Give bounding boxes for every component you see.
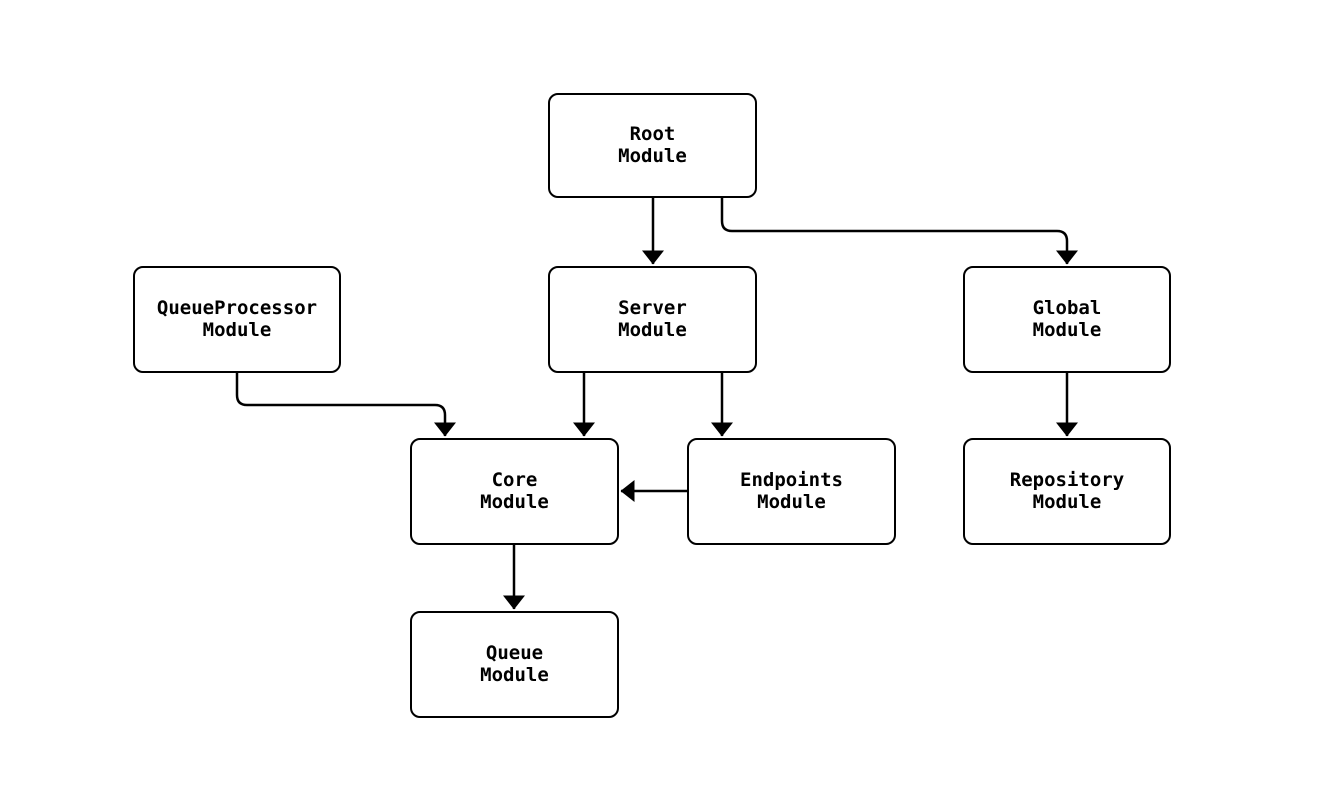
node-label: Module [1032,490,1102,513]
node-repository-module: Repository Module [963,438,1171,545]
node-endpoints-module: Endpoints Module [687,438,896,545]
node-label: Module [480,663,549,686]
node-queueprocessor-module: QueueProcessor Module [133,266,341,373]
node-label: Module [1032,318,1102,341]
node-root-module: Root Module [548,93,757,198]
edge-queueprocessor-to-core-arrow [235,373,456,437]
node-label: Queue [485,642,544,664]
node-label: Endpoints [740,469,843,491]
node-queue-module: Queue Module [410,611,619,718]
node-label: Server [618,297,687,319]
node-label: Module [202,318,272,341]
node-label: Module [618,144,687,167]
node-global-module: Global Module [963,266,1171,373]
node-core-module: Core Module [410,438,619,545]
node-label: Repository [1009,469,1125,491]
node-label: Module [757,490,826,513]
node-server-module: Server Module [548,266,757,373]
node-label: QueueProcessor [156,297,318,319]
node-label: Global [1032,297,1102,319]
node-label: Root [629,123,676,145]
node-label: Module [480,490,549,513]
node-label: Core [491,469,538,491]
edge-root-to-global-arrow [720,198,1078,265]
node-label: Module [618,318,687,341]
